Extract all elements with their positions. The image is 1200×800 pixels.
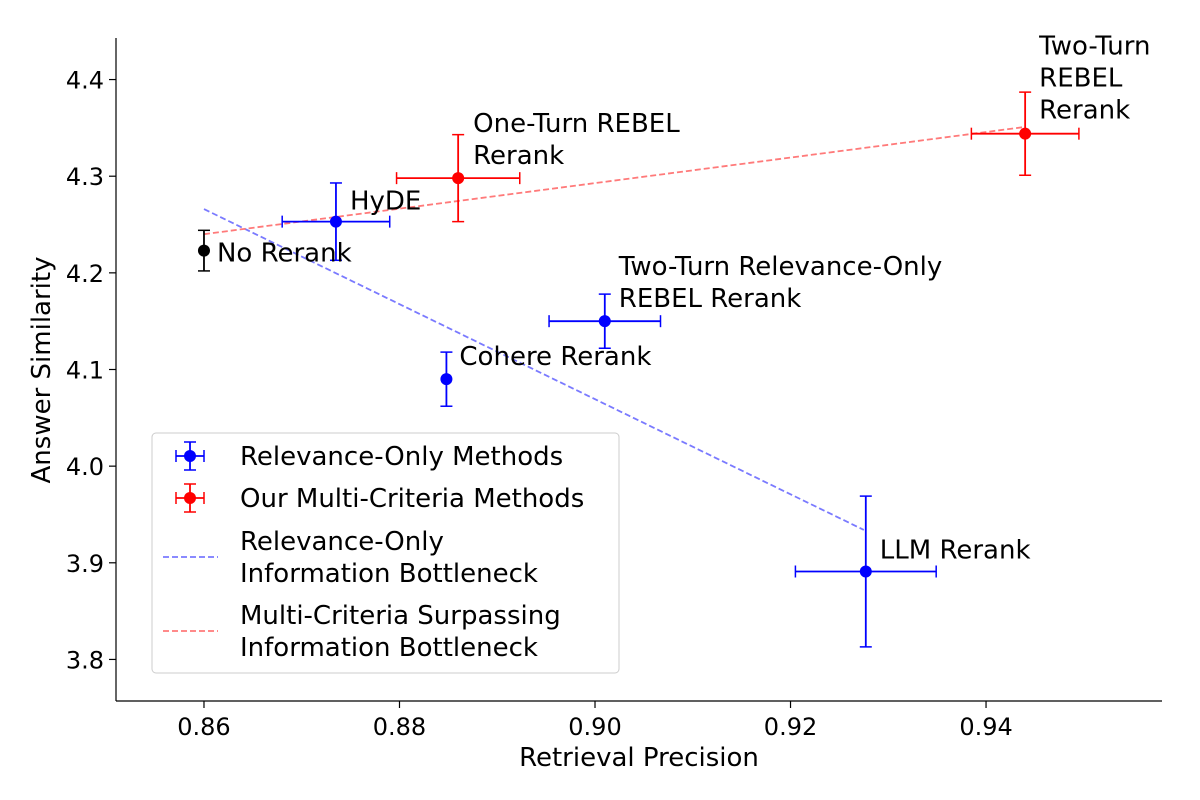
baseline-point — [197, 229, 210, 272]
y-ticks: 3.8 3.9 4.0 4.1 4.2 4.3 4.4 — [66, 67, 116, 674]
legend-marker — [184, 450, 196, 462]
x-ticks: 0.86 0.88 0.90 0.92 0.94 — [177, 701, 1013, 741]
trend-lines — [203, 126, 1026, 531]
y-tick-label: 4.1 — [66, 357, 104, 385]
data-point — [440, 351, 453, 407]
data-marker — [859, 565, 872, 578]
x-tick-label: 0.86 — [177, 713, 230, 741]
point-label: HyDE — [350, 187, 421, 217]
legend-entry: Our Multi-Criteria Methods — [175, 483, 584, 514]
relevance-only-trend-line — [203, 208, 865, 531]
data-marker — [440, 373, 453, 386]
point-label: No Rerank — [217, 239, 352, 269]
x-axis-label: Retrieval Precision — [519, 743, 759, 773]
y-tick-label: 4.3 — [66, 163, 104, 191]
data-marker — [329, 215, 342, 228]
data-point — [395, 133, 521, 223]
x-tick-label: 0.92 — [764, 713, 817, 741]
y-tick-label: 3.8 — [66, 646, 104, 674]
data-point — [281, 182, 391, 262]
data-marker — [452, 172, 465, 185]
data-marker — [1019, 127, 1032, 140]
y-tick-label: 3.9 — [66, 550, 104, 578]
y-tick-label: 4.2 — [66, 260, 104, 288]
y-tick-label: 4.0 — [66, 453, 104, 481]
point-label: LLM Rerank — [880, 535, 1031, 565]
x-tick-label: 0.88 — [373, 713, 426, 741]
data-marker — [598, 315, 611, 328]
point-label: Cohere Rerank — [459, 342, 651, 372]
legend-frame — [151, 432, 620, 674]
x-tick-label: 0.94 — [959, 713, 1012, 741]
legend-marker — [184, 492, 196, 504]
legend-entry: Relevance-Only Methods — [175, 441, 563, 472]
y-axis-label: Answer Similarity — [27, 257, 57, 484]
legend-label: Our Multi-Criteria Methods — [240, 484, 584, 514]
legend-label: Relevance-Only Methods — [240, 442, 563, 472]
x-tick-label: 0.90 — [568, 713, 621, 741]
data-point — [794, 495, 937, 648]
data-point — [970, 91, 1080, 176]
multi-criteria-trend-line — [203, 126, 1026, 236]
y-tick-label: 4.4 — [66, 67, 104, 95]
data-point — [548, 293, 662, 349]
data-points — [197, 91, 1080, 648]
data-marker — [197, 244, 210, 257]
